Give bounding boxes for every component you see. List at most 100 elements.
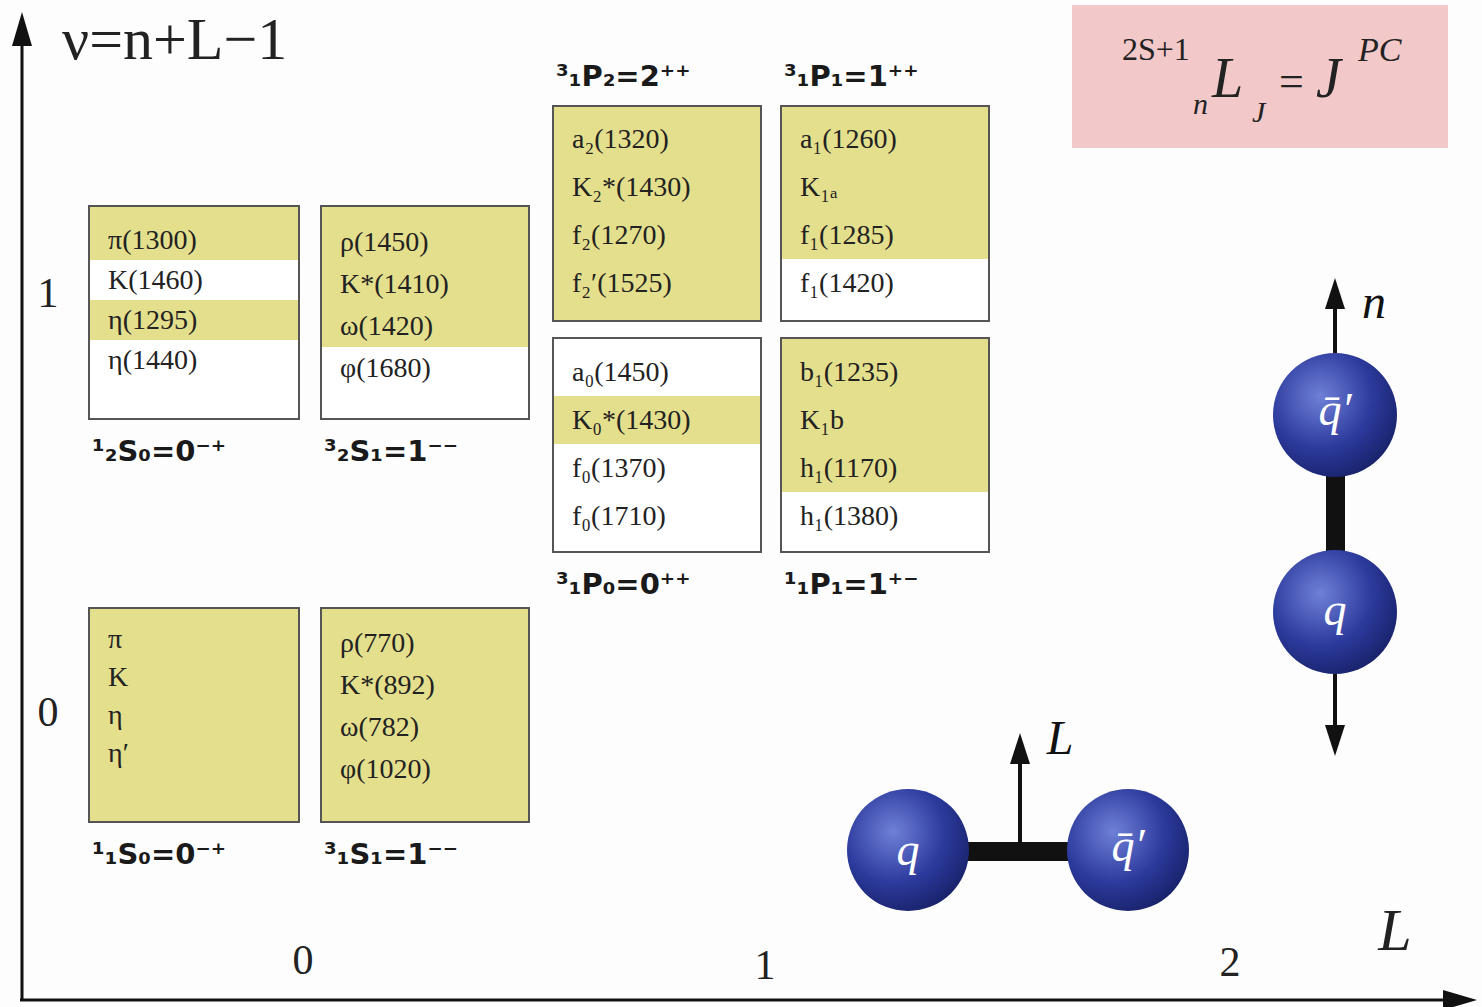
formula-symbol: L — [1212, 50, 1243, 106]
particle-name: π — [108, 623, 122, 654]
particle-name: K(1460) — [108, 264, 203, 295]
particle-row: ω(1420) — [322, 305, 528, 347]
particle-name: K*(892) — [340, 669, 435, 700]
axis-line — [20, 999, 1450, 1002]
state-label: ³₁P₀=0⁺⁺ — [556, 567, 690, 601]
particle-name: ρ(1450) — [340, 226, 429, 257]
notation-box: 2S+1nLJ=JPC — [1072, 5, 1448, 148]
axis-tick: 1 — [755, 944, 776, 986]
particle-name: a₁(1260) — [800, 123, 897, 154]
particle-row: K*(1410) — [322, 263, 528, 305]
particle-row: f₂′(1525) — [554, 259, 760, 307]
particle-name: K₁b — [800, 404, 844, 435]
multiplet-box: a₁(1260)K₁ₐf₁(1285)f₁(1420)³₁P₁=1⁺⁺ — [780, 105, 990, 322]
formula-symbol: 2S+1 — [1122, 33, 1190, 65]
particle-row: ρ(1450) — [322, 207, 528, 263]
axis-tick: 0 — [38, 691, 59, 733]
particle-name: f₀(1710) — [572, 500, 666, 531]
particle-row: f₀(1370) — [554, 444, 760, 492]
state-label: ¹₁P₁=1⁺⁻ — [784, 567, 918, 601]
particle-row: η′ — [90, 734, 298, 772]
particle-name: K₂*(1430) — [572, 171, 691, 202]
title: ν=n+L−1 — [62, 6, 287, 72]
multiplet-box: a₀(1450)K₀*(1430)f₀(1370)f₀(1710)³₁P₀=0⁺… — [552, 337, 762, 553]
multiplet-box: ρ(1450)K*(1410)ω(1420)φ(1680)³₂S₁=1⁻⁻ — [320, 205, 530, 420]
arrow-line — [1018, 760, 1022, 842]
particle-row: K — [90, 658, 298, 696]
particle-row: K₁b — [782, 396, 988, 444]
particle-name: η — [108, 699, 123, 730]
particle-name: ω(1420) — [340, 310, 433, 341]
particle-name: ω(782) — [340, 711, 419, 742]
particle-row: η — [90, 696, 298, 734]
quark-label: q̄′ — [1318, 387, 1351, 433]
particle-name: K*(1410) — [340, 268, 449, 299]
particle-name: φ(1020) — [340, 753, 431, 784]
axis-arrowhead — [1443, 990, 1477, 1007]
particle-row: φ(1020) — [322, 748, 528, 790]
particle-row: η(1440) — [90, 340, 298, 380]
axis-label: L — [1047, 714, 1074, 762]
state-label: ³₁P₂=2⁺⁺ — [556, 59, 690, 93]
state-label: ³₁P₁=1⁺⁺ — [784, 59, 918, 93]
state-label: ¹₁S₀=0⁻⁺ — [92, 837, 226, 871]
particle-row: K(1460) — [90, 260, 298, 300]
particle-row: f₀(1710) — [554, 492, 760, 540]
particle-name: f₁(1420) — [800, 267, 894, 298]
particle-row: h₁(1380) — [782, 492, 988, 540]
axis-label: L — [1378, 900, 1411, 960]
formula-symbol: PC — [1358, 33, 1401, 67]
particle-name: a₂(1320) — [572, 123, 669, 154]
particle-row: K₂*(1430) — [554, 163, 760, 211]
particle-row: a₁(1260) — [782, 107, 988, 163]
state-label: ³₁S₁=1⁻⁻ — [324, 837, 458, 871]
particle-name: K — [108, 661, 128, 692]
particle-row: f₂(1270) — [554, 211, 760, 259]
particle-name: π(1300) — [108, 224, 197, 255]
formula-symbol: J — [1252, 97, 1265, 127]
arrowhead — [1010, 733, 1030, 764]
formula-symbol: = — [1279, 60, 1304, 104]
particle-name: h₁(1170) — [800, 452, 897, 483]
multiplet-box: πKηη′¹₁S₀=0⁻⁺ — [88, 607, 300, 823]
multiplet-box: b₁(1235)K₁bh₁(1170)h₁(1380)¹₁P₁=1⁺⁻ — [780, 337, 990, 553]
particle-row: ω(782) — [322, 706, 528, 748]
particle-row: π(1300) — [90, 207, 298, 260]
quark-ball — [1273, 353, 1397, 477]
quark-ball — [847, 789, 969, 911]
formula-symbol: n — [1193, 89, 1208, 119]
particle-name: η(1440) — [108, 344, 197, 375]
axis-tick: 0 — [293, 939, 314, 981]
particle-name: f₀(1370) — [572, 452, 666, 483]
particle-name: φ(1680) — [340, 352, 431, 383]
particle-name: η′ — [108, 737, 129, 768]
particle-name: ρ(770) — [340, 627, 415, 658]
particle-name: f₂(1270) — [572, 219, 666, 250]
particle-name: η(1295) — [108, 304, 197, 335]
quark-ball — [1067, 789, 1189, 911]
arrow-line — [1333, 305, 1337, 353]
axis-tick: 2 — [1220, 941, 1241, 983]
particle-row: φ(1680) — [322, 347, 528, 389]
particle-row: K₁ₐ — [782, 163, 988, 211]
particle-name: h₁(1380) — [800, 500, 898, 531]
axis-tick: 1 — [38, 272, 59, 314]
quark-ball — [1273, 550, 1397, 674]
multiplet-box: π(1300)K(1460)η(1295)η(1440)¹₂S₀=0⁻⁺ — [88, 205, 300, 420]
particle-name: f₁(1285) — [800, 219, 894, 250]
formula-symbol: J — [1316, 50, 1341, 106]
particle-row: f₁(1420) — [782, 259, 988, 307]
arrow-line — [1333, 674, 1337, 728]
particle-row: h₁(1170) — [782, 444, 988, 492]
particle-name: K₀*(1430) — [572, 404, 691, 435]
arrowhead — [1325, 725, 1345, 756]
particle-name: K₁ₐ — [800, 171, 838, 202]
particle-row: K*(892) — [322, 664, 528, 706]
state-label: ³₂S₁=1⁻⁻ — [324, 434, 458, 468]
particle-row: π — [90, 609, 298, 658]
particle-row: a₂(1320) — [554, 107, 760, 163]
particle-name: f₂′(1525) — [572, 267, 672, 298]
particle-name: a₀(1450) — [572, 356, 669, 387]
particle-row: η(1295) — [90, 300, 298, 340]
particle-row: ρ(770) — [322, 609, 528, 664]
